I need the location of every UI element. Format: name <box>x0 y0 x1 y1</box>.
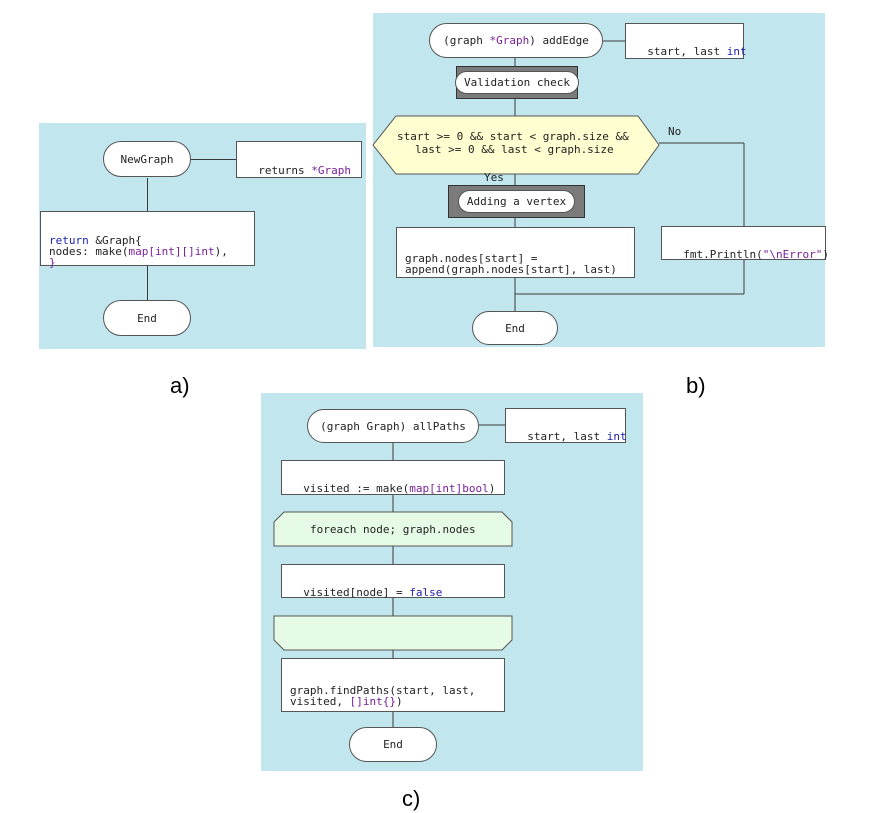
panel-a-nodes-type: map[int][]int <box>128 245 215 258</box>
panel-c-assign-value: false <box>409 586 443 599</box>
panel-b-validation-label: Validation check <box>455 71 579 94</box>
panel-c-assign-box: visited[node] = false <box>281 564 505 598</box>
panel-b-func-post: ) addEdge <box>529 34 589 47</box>
panel-b-yes-label: Yes <box>484 171 504 184</box>
panel-c-end-label: End <box>383 738 403 751</box>
panel-b-validation-category: Validation check <box>455 66 579 99</box>
panel-c-foreach-label: foreach node; graph.nodes <box>310 523 476 536</box>
panel-c-foreach-loop-shape <box>273 511 513 547</box>
panel-b-append-line-2: append(graph.nodes[start], last) <box>405 263 617 276</box>
panel-b-println-post: ) <box>822 248 829 261</box>
panel-a-nodes-post: ), <box>214 245 228 258</box>
label-a: a) <box>170 373 190 398</box>
panel-a-return-statement-box: return &Graph{nodes: make(map[int][]int)… <box>40 211 255 269</box>
panel-b-func-pre: (graph <box>443 34 490 47</box>
panel-c-findpaths-box: graph.findPaths(start, last,visited, []i… <box>281 658 505 712</box>
panel-a-return-keyword: return <box>49 234 89 247</box>
panel-b-adding-category: Adding a vertex <box>448 185 585 218</box>
panel-a-returns-box: returns *Graph <box>236 141 362 178</box>
panel-c-params-type: int <box>606 430 627 443</box>
panel-c-params-box: start, last int <box>505 408 627 443</box>
panel-b-append-box: graph.nodes[start] =append(graph.nodes[s… <box>396 227 635 278</box>
panel-c-end-terminator: End <box>349 727 437 762</box>
panel-b-no-label: No <box>668 125 682 138</box>
panel-c-findpaths-line-1: graph.findPaths(start, last, <box>290 684 476 697</box>
panel-b-func-type: *Graph <box>489 34 530 47</box>
label-b: b) <box>686 373 706 398</box>
panel-b-params-box: start, last int <box>625 23 747 59</box>
panel-a-closing-brace: } <box>49 256 56 269</box>
panel-b-println-pre: fmt.Println( <box>683 248 763 261</box>
label-c: c) <box>402 786 421 811</box>
panel-b-println-string: "\nError" <box>762 248 823 261</box>
panel-c-visited-post: ) <box>488 482 496 495</box>
panel-b-condition-line-2: last >= 0 && last < graph.size <box>415 143 614 156</box>
panel-c-findpaths-type: []int{} <box>349 695 396 708</box>
panel-c-findpaths-pre: visited, <box>290 695 350 708</box>
panel-a-func-name: NewGraph <box>120 152 174 166</box>
panel-b-append-line-1: graph.nodes[start] = <box>405 252 538 265</box>
panel-b-condition-line-1: start >= 0 && start < graph.size && <box>397 130 629 143</box>
panel-a-returns-type: *Graph <box>311 164 351 177</box>
panel-a-connector-horizontal <box>190 159 236 160</box>
panel-a-returns-text: returns <box>258 164 312 177</box>
panel-a-return-rest: &Graph{ <box>88 234 142 247</box>
panel-b-background <box>373 13 825 347</box>
panel-b-end-terminator: End <box>472 311 558 345</box>
panel-b-params-type: int <box>726 45 747 58</box>
panel-c-loop-end-shape <box>273 615 513 651</box>
panel-b-println-box: fmt.Println("\nError") <box>661 226 829 261</box>
panel-c-assign-pre: visited[node] = <box>303 586 410 599</box>
panel-c-visited-type: map[int]bool <box>409 482 489 495</box>
panel-c-visited-box: visited := make(map[int]bool) <box>281 460 505 495</box>
panel-c-visited-pre: visited := make( <box>303 482 410 495</box>
panel-c-func-name: (graph Graph) allPaths <box>320 419 466 433</box>
panel-c-start-terminator: (graph Graph) allPaths <box>307 409 479 443</box>
panel-b-start-terminator: (graph *Graph) addEdge <box>429 23 603 58</box>
panel-b-decision-diamond <box>372 115 660 175</box>
panel-c-params-text: start, last <box>527 430 607 443</box>
panel-a-start-terminator: NewGraph <box>103 141 191 177</box>
panel-a-end-terminator: End <box>103 300 191 336</box>
panel-b-params-text: start, last <box>647 45 727 58</box>
panel-b-end-label: End <box>505 321 525 335</box>
panel-a-nodes-text: nodes: make( <box>49 245 129 258</box>
panel-b-adding-label: Adding a vertex <box>457 190 576 213</box>
panel-c-findpaths-post: ) <box>395 695 403 708</box>
panel-a-end-label: End <box>137 311 157 325</box>
